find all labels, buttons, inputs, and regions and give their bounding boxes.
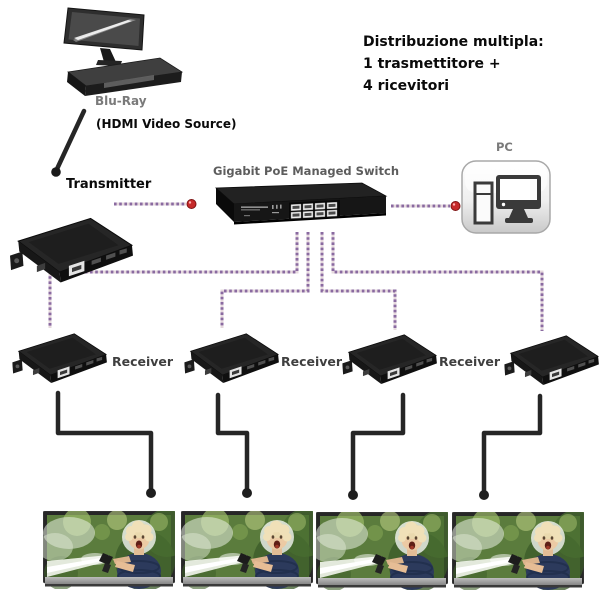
receiver-label-3: Receiver (439, 354, 501, 369)
receiver-device-3 (342, 330, 438, 392)
receiver-device-4 (504, 331, 600, 393)
red-connector-icon (186, 199, 197, 209)
tv-display-2 (181, 511, 313, 589)
ethernet-cable-switch-pc (391, 201, 461, 211)
hdmi-cable-tv1 (55, 390, 156, 498)
bluray-player-icon (67, 57, 184, 96)
tv-display-4 (452, 512, 584, 590)
source-type-label: (HDMI Video Source) (96, 117, 237, 131)
ethernet-cable-switch-receiver1 (48, 232, 299, 328)
annotation-line3: 4 ricevitori (363, 78, 450, 94)
hdmi-cable-source (51, 108, 87, 177)
tv-display-3 (316, 512, 448, 590)
ethernet-cable-switch-receiver2 (220, 232, 310, 328)
source-label: Blu-Ray (95, 94, 147, 108)
pc-icon (461, 160, 551, 234)
pc-label: PC (496, 140, 513, 154)
tv-display-1 (43, 511, 175, 589)
hdmi-cable-tv4 (479, 393, 543, 500)
ethernet-cable-switch-receiver3 (320, 232, 397, 330)
annotation-text: Distribuzione multipla: 1 trasmettitore … (363, 31, 544, 97)
receiver-device-2 (184, 329, 280, 391)
annotation-line2: 1 trasmettitore + (363, 56, 501, 72)
receiver-label-2: Receiver (281, 354, 343, 369)
ethernet-cable-transmitter-switch (114, 199, 197, 209)
switch-label: Gigabit PoE Managed Switch (213, 164, 400, 178)
annotation-line1: Distribuzione multipla: (363, 34, 544, 50)
poe-switch-device (214, 182, 388, 225)
receiver-device-1 (12, 329, 108, 391)
transmitter-label: Transmitter (66, 177, 152, 192)
monitor-icon (63, 7, 145, 66)
red-connector-icon (450, 201, 461, 211)
transmitter-device (10, 212, 134, 293)
hdmi-cable-tv2 (215, 392, 252, 498)
ethernet-cable-switch-receiver4 (331, 232, 544, 331)
receiver-label-1: Receiver (112, 354, 174, 369)
hdmi-cable-tv3 (348, 392, 406, 500)
